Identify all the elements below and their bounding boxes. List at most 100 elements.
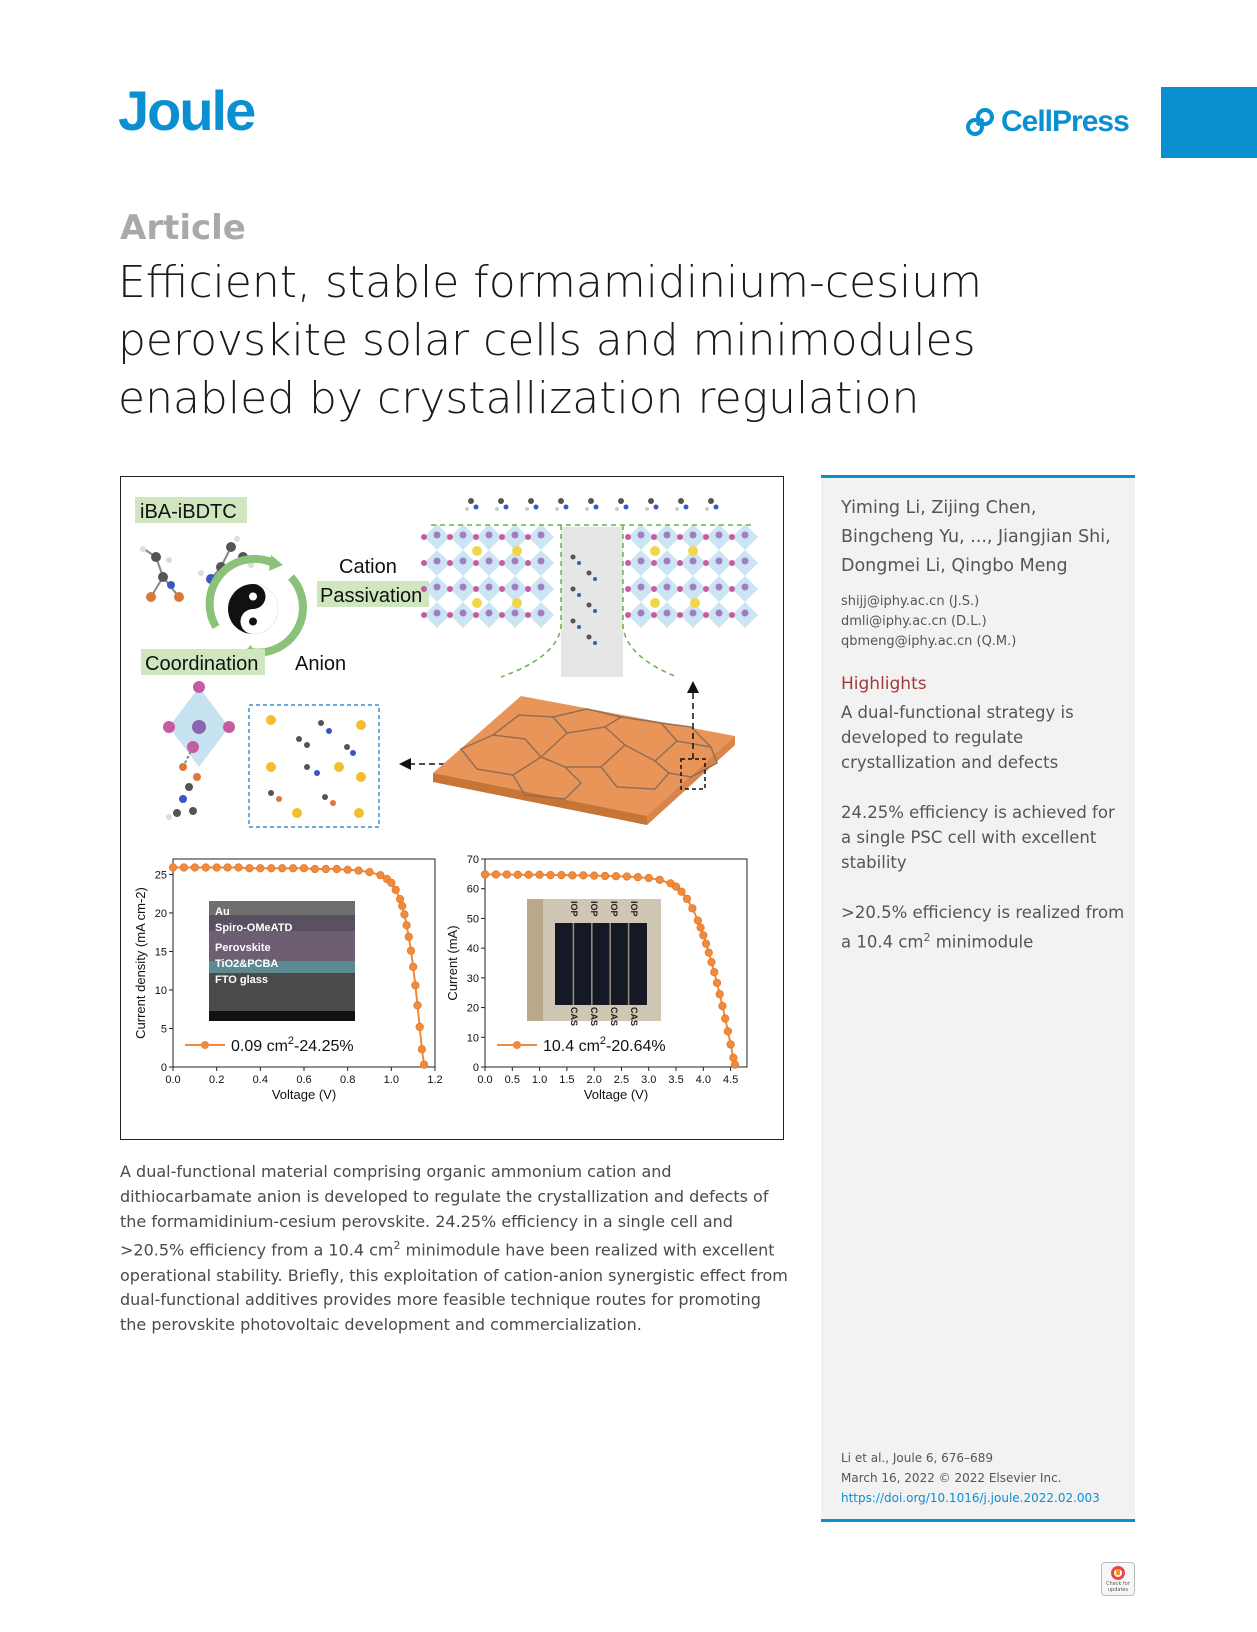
y-tick-label: 20 — [155, 908, 167, 920]
highlight-item: A dual-functional strategy is developed … — [841, 703, 1074, 772]
article-title: Efficient, stable formamidinium-cesium p… — [118, 257, 982, 424]
passivation-label-bg — [317, 581, 429, 607]
yin-yang-icon — [205, 554, 307, 659]
gb-molecule — [586, 634, 592, 640]
lattice-x-site — [703, 612, 709, 618]
email-link[interactable]: qbmeng@iphy.ac.cn (Q.M.) — [841, 634, 1017, 649]
surface-cation-n — [683, 504, 689, 510]
sem-layer-label: Perovskite — [215, 942, 271, 954]
data-point — [546, 870, 555, 880]
data-point — [201, 863, 210, 872]
data-point — [332, 864, 341, 874]
lattice-a-site — [472, 598, 482, 608]
lattice-b-site — [537, 583, 545, 591]
lattice-b-site — [741, 557, 749, 565]
surface-cation-h — [525, 507, 529, 511]
legend-label-sup: 2 — [288, 1035, 294, 1047]
email-link[interactable]: shijj@iphy.ac.cn (J.S.) — [841, 594, 980, 609]
legend-label: 10.4 cm2-20.64% — [543, 1035, 666, 1055]
lattice-b-site — [459, 531, 467, 539]
data-point — [391, 885, 400, 894]
lattice-x-site — [447, 586, 453, 592]
surface-cation-n — [653, 504, 659, 510]
abstract-superscript: 2 — [393, 1239, 401, 1253]
data-point — [413, 1001, 422, 1010]
lattice-x-site — [473, 612, 479, 618]
x-tick-label: 4.0 — [696, 1074, 711, 1086]
highlights-list: A dual-functional strategy is developed … — [841, 700, 1126, 980]
lattice-x-site — [447, 560, 453, 566]
corner-accent — [1161, 87, 1257, 158]
info-sidebar: Yiming Li, Zijing Chen, Bingcheng Yu, ..… — [821, 475, 1135, 1522]
gb-molecule — [586, 570, 592, 576]
surface-cation-n — [713, 504, 719, 510]
plot-frame — [484, 858, 748, 1068]
abstract-part-2: minimodule have been realized with excel… — [120, 1240, 788, 1335]
sem-layer-band — [209, 915, 355, 931]
data-point — [365, 867, 374, 877]
surface-cation-n — [623, 504, 629, 510]
lattice-b-site — [663, 557, 671, 565]
y-tick-label: 0 — [161, 1062, 167, 1074]
data-point — [655, 875, 664, 884]
lattice-b-site — [663, 609, 671, 617]
perovskite-lattice-icon — [421, 498, 758, 678]
gb-molecule-n — [593, 609, 597, 613]
lattice-x-site — [651, 612, 657, 618]
journal-logo[interactable]: Joule — [118, 79, 256, 142]
highlights-heading: Highlights — [841, 674, 927, 694]
lattice-x-site — [651, 560, 657, 566]
lattice-b-site — [485, 609, 493, 617]
lattice-x-site — [421, 612, 427, 618]
data-point — [310, 864, 320, 874]
data-point — [234, 863, 243, 872]
surface-cation-h — [705, 507, 709, 511]
ruler-strip — [527, 899, 543, 1021]
x-tick-label: 1.2 — [427, 1074, 442, 1086]
lattice-x-site — [421, 534, 427, 540]
data-point — [723, 1027, 732, 1036]
y-tick-label: 70 — [467, 854, 479, 866]
surface-cation — [708, 498, 714, 504]
data-point — [415, 1022, 424, 1032]
publisher-name: CellPress — [1001, 105, 1130, 138]
correspondence-emails: shijj@iphy.ac.cn (J.S.) dmli@iphy.ac.cn … — [841, 592, 1016, 652]
lattice-x-site — [651, 534, 657, 540]
surface-cation — [618, 498, 624, 504]
lattice-x-site — [473, 560, 479, 566]
data-point — [721, 1014, 730, 1023]
data-point — [256, 864, 265, 873]
gb-molecule-n — [577, 593, 581, 597]
publisher-logo[interactable]: CellPress — [965, 105, 1130, 139]
lattice-x-site — [499, 612, 505, 618]
lattice-b-site — [511, 531, 519, 539]
lattice-b-site — [663, 531, 671, 539]
data-point — [267, 864, 276, 873]
lattice-b-site — [511, 557, 519, 565]
data-point — [688, 904, 697, 913]
lattice-b-site — [741, 583, 749, 591]
lattice-b-site — [537, 609, 545, 617]
gb-molecule — [570, 554, 576, 560]
data-point — [693, 916, 702, 925]
lattice-x-site — [677, 612, 683, 618]
email-link[interactable]: dmli@iphy.ac.cn (D.L.) — [841, 614, 987, 629]
surface-cation — [558, 498, 564, 504]
data-point — [730, 1060, 740, 1069]
y-tick-label: 60 — [467, 884, 479, 896]
data-point — [701, 939, 711, 948]
sem-layer-band — [209, 931, 355, 961]
check-for-updates-button[interactable]: Check for updates — [1101, 1562, 1135, 1596]
x-tick-label: 0.0 — [165, 1074, 180, 1086]
data-point — [395, 894, 405, 904]
doi-link[interactable]: https://doi.org/10.1016/j.joule.2022.02.… — [841, 1491, 1100, 1505]
data-point — [168, 863, 178, 872]
author-list[interactable]: Yiming Li, Zijing Chen, Bingcheng Yu, ..… — [841, 498, 1111, 576]
x-tick-label: 0.8 — [340, 1074, 355, 1086]
highlight-3-tail: minimodule — [930, 932, 1034, 952]
gb-molecule — [570, 586, 576, 592]
badge-line-2: updates — [1107, 1587, 1129, 1593]
module-bottom-label: CAS — [589, 1007, 599, 1026]
lattice-x-site — [677, 534, 683, 540]
